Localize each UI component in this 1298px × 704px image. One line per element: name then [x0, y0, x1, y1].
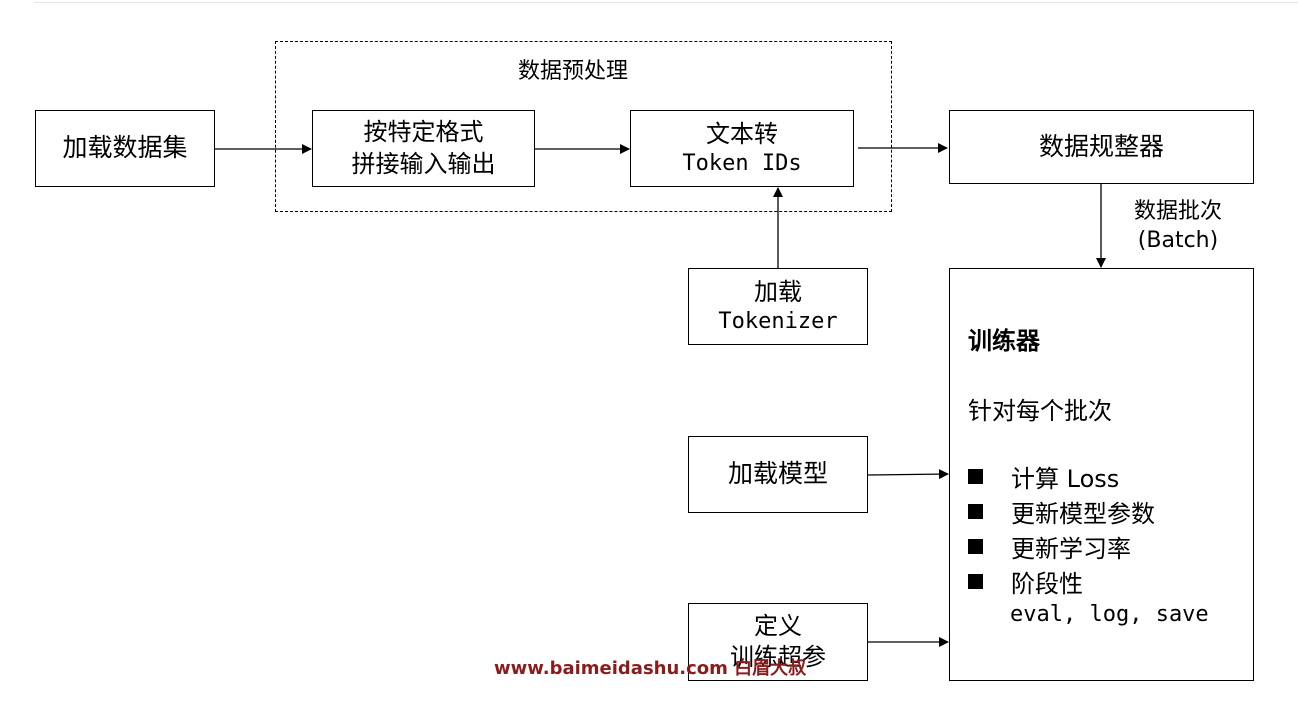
hyperparams-box: 定义 训练超参: [688, 603, 868, 681]
text-to-tokens-line1: 文本转: [706, 119, 778, 148]
watermark: www.baimeidashu.com 白眉大叔: [494, 658, 807, 679]
top-divider: [34, 2, 1298, 3]
trainer-subtitle: 针对每个批次: [968, 397, 1112, 425]
hyperparams-line1: 定义: [754, 611, 802, 640]
trainer-step-text: 更新模型参数: [1011, 500, 1155, 528]
trainer-step: 计算 Loss: [968, 459, 1155, 494]
load-model-box: 加载模型: [688, 436, 868, 513]
trainer-step: 阶段性: [968, 564, 1155, 599]
square-bullet-icon: [968, 504, 983, 519]
trainer-step-text: 阶段性: [1011, 570, 1083, 598]
format-concat-line1: 按特定格式: [363, 118, 484, 147]
square-bullet-icon: [968, 469, 983, 484]
load-dataset-label: 加载数据集: [62, 133, 188, 163]
batch-line1: 数据批次: [1134, 199, 1223, 224]
batch-line2: (Batch): [1137, 227, 1219, 253]
trainer-step-text: 计算 Loss: [1011, 465, 1120, 493]
load-tokenizer-line2: Tokenizer: [718, 308, 838, 334]
load-dataset-box: 加载数据集: [35, 110, 215, 187]
trainer-step-text: 更新学习率: [1011, 535, 1131, 563]
trainer-title: 训练器: [968, 327, 1040, 355]
load-tokenizer-line1: 加载: [754, 277, 802, 306]
arrow-model-to-trainer: [867, 469, 949, 480]
text-to-tokens-line2: Token IDs: [682, 150, 802, 176]
text-to-tokens-box: 文本转 Token IDs: [630, 110, 854, 187]
batch-label: 数据批次 (Batch): [1134, 198, 1222, 255]
trainer-box: 训练器 针对每个批次 计算 Loss 更新模型参数 更新学习率 阶段性 eval…: [949, 268, 1254, 681]
square-bullet-icon: [968, 574, 983, 589]
collator-box: 数据规整器: [949, 110, 1254, 184]
format-concat-line2: 拼接输入输出: [351, 149, 496, 178]
trainer-note: eval, log, save: [1010, 602, 1209, 627]
collator-label: 数据规整器: [1038, 131, 1164, 161]
preprocess-group: [275, 41, 892, 212]
square-bullet-icon: [968, 539, 983, 554]
preprocess-title: 数据预处理: [518, 59, 629, 84]
load-tokenizer-box: 加载 Tokenizer: [688, 268, 868, 345]
format-concat-box: 按特定格式 拼接输入输出: [312, 110, 535, 187]
hyperparams-line2: 训练超参: [730, 643, 826, 671]
trainer-steps: 计算 Loss 更新模型参数 更新学习率 阶段性: [968, 459, 1155, 599]
trainer-step: 更新学习率: [968, 529, 1155, 564]
load-model-label: 加载模型: [727, 459, 828, 489]
trainer-step: 更新模型参数: [968, 494, 1155, 529]
